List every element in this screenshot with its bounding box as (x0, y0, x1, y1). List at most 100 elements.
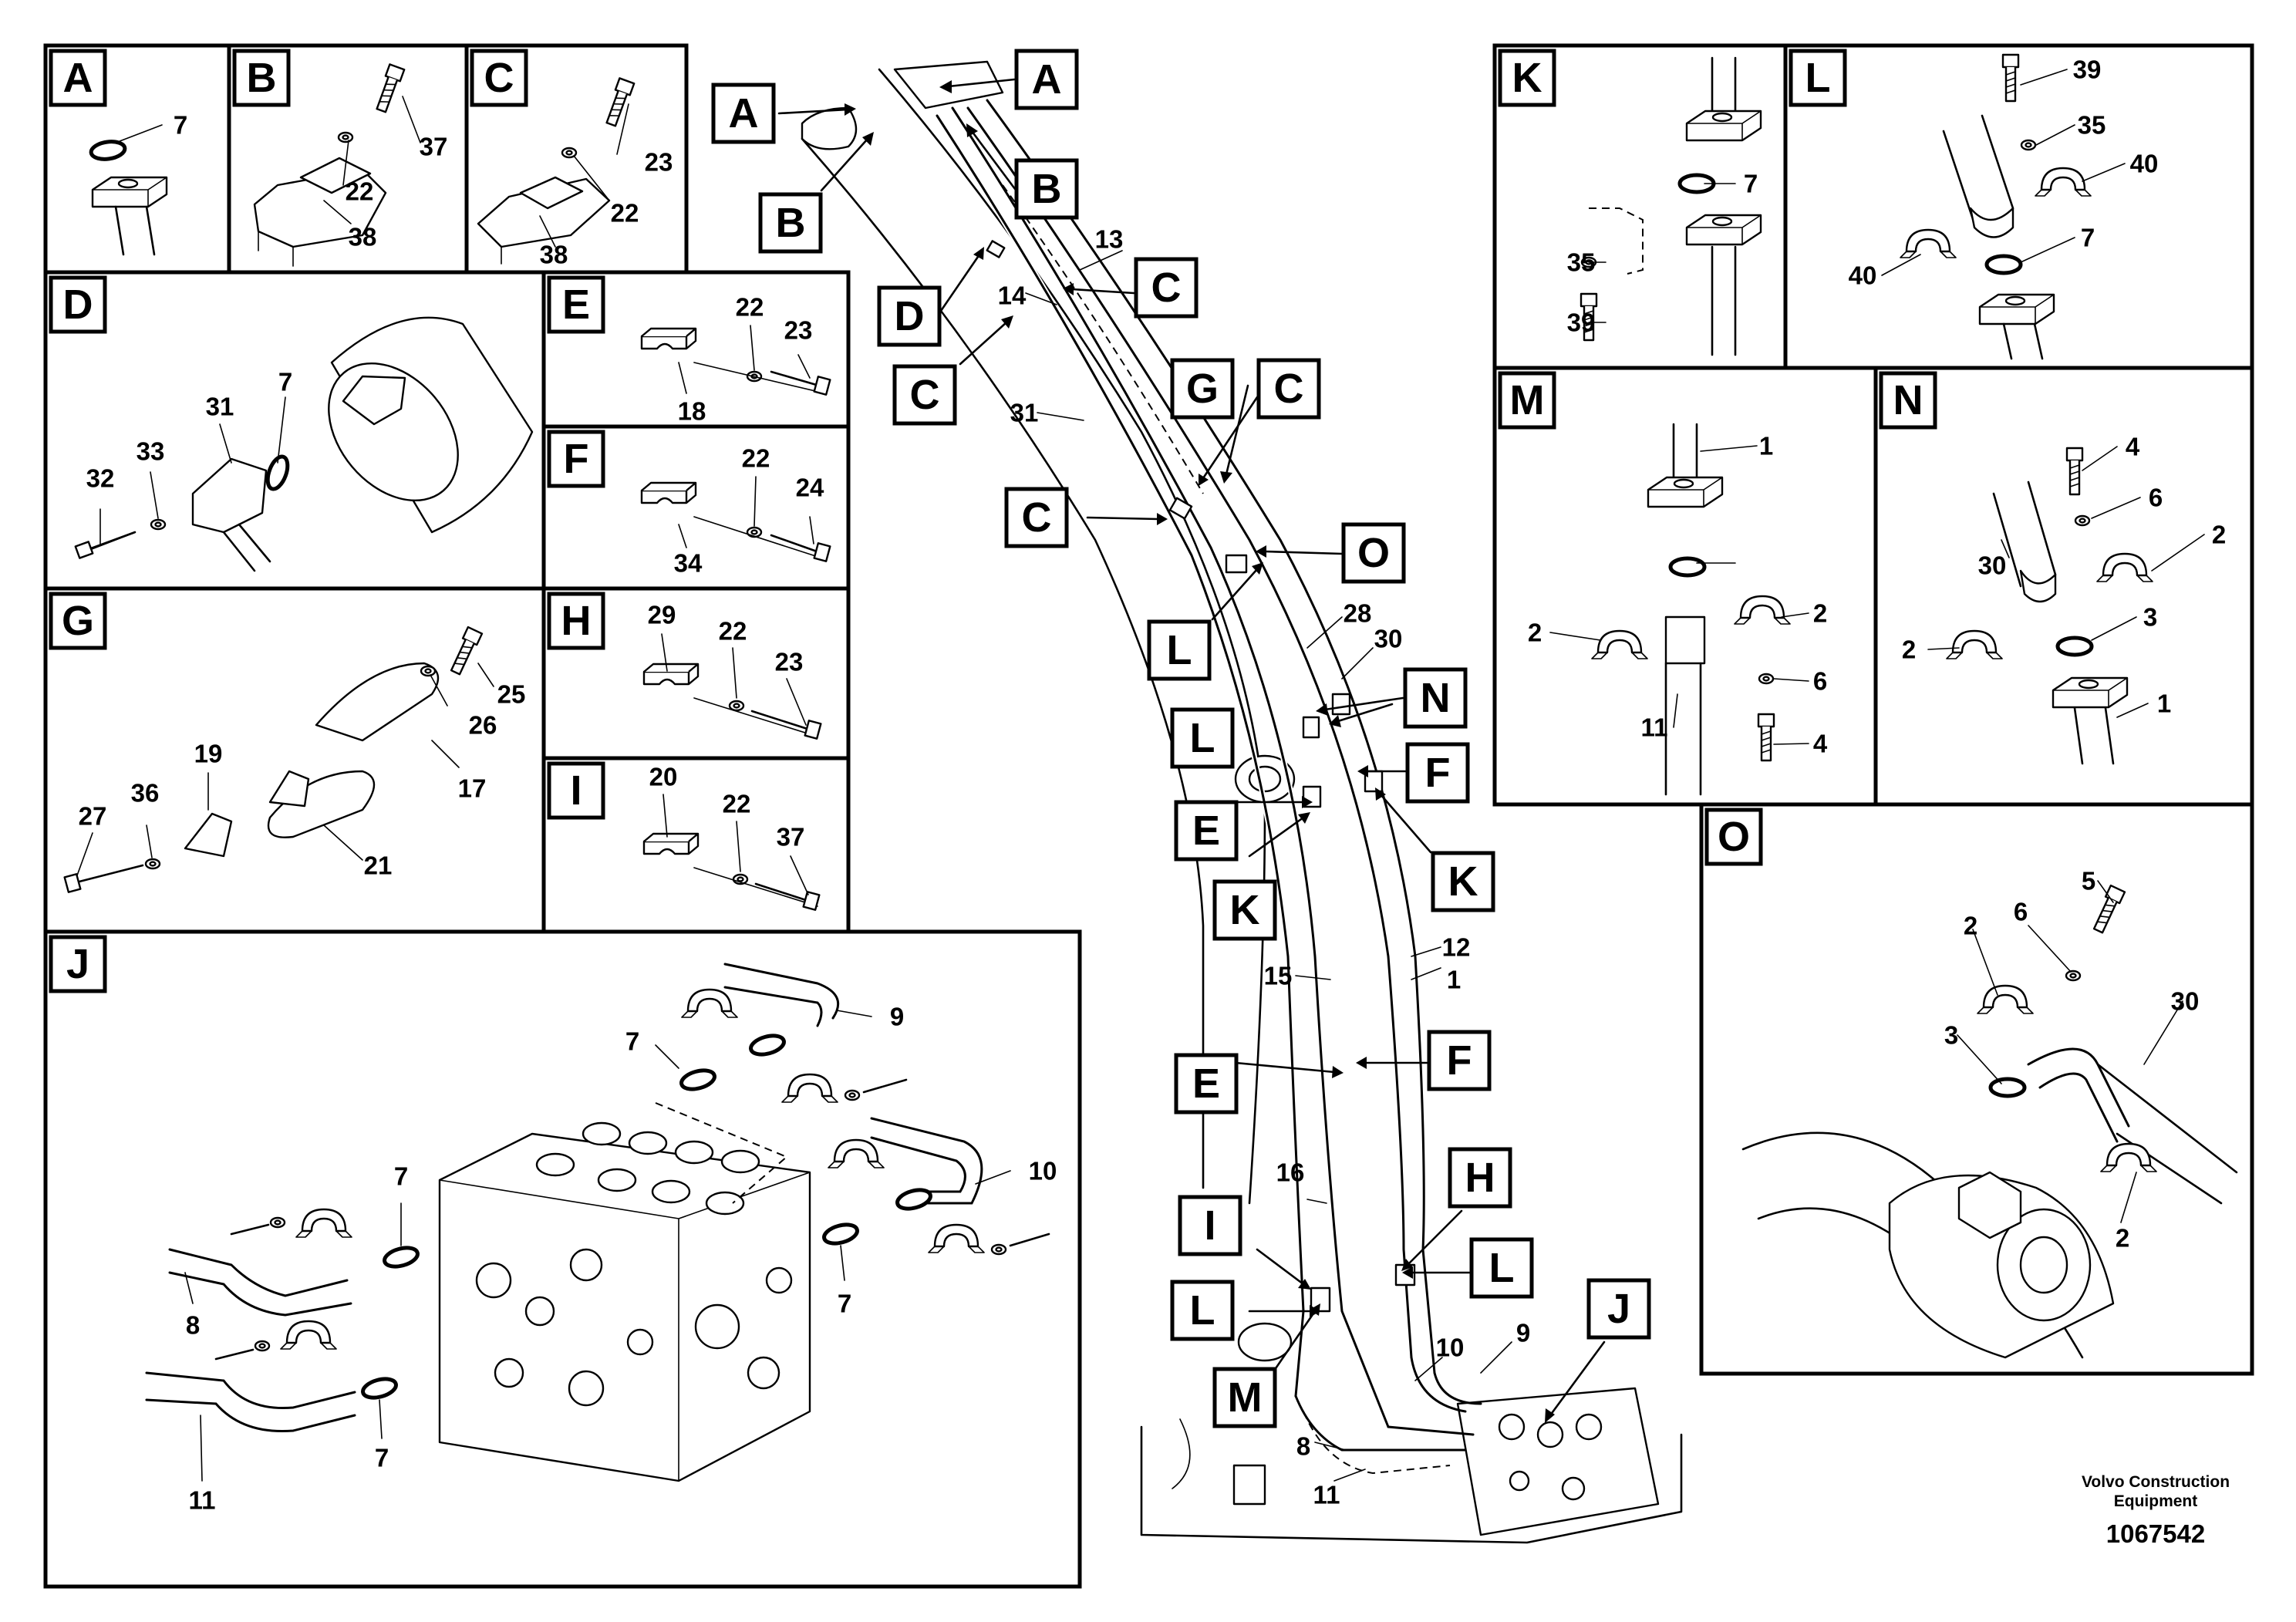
part-number: 23 (784, 316, 813, 345)
panel-j-art (145, 963, 1050, 1482)
svg-text:N: N (1893, 377, 1923, 423)
part-number: 32 (86, 464, 115, 493)
part-number: 22 (736, 293, 764, 322)
part-number: 33 (137, 437, 165, 466)
part-numbers: 7 37 22 38 23 22 38 31 7 32 33 22 23 18 … (79, 56, 2227, 1515)
svg-text:L: L (1190, 1287, 1215, 1334)
panel-g-art (63, 626, 484, 893)
part-number: 6 (2149, 484, 2163, 512)
part-number: 37 (420, 133, 448, 161)
callout-c-4: C (1004, 487, 1069, 548)
panel-label-k: K (1498, 49, 1556, 107)
part-number: 35 (1567, 248, 1596, 277)
callout-f-2: F (1427, 1030, 1492, 1091)
panel-i-art (642, 832, 821, 911)
caption-line-1: Volvo Construction (2082, 1473, 2230, 1491)
svg-text:O: O (1718, 814, 1750, 860)
part-number: 2 (1813, 599, 1827, 628)
callout-c-2: C (892, 364, 957, 426)
svg-text:F: F (1447, 1037, 1472, 1084)
svg-text:I: I (570, 767, 582, 814)
part-number: 7 (838, 1290, 851, 1318)
panel-label-g: G (49, 592, 107, 650)
svg-text:H: H (561, 598, 592, 644)
part-number: 26 (469, 711, 497, 740)
svg-text:L: L (1805, 55, 1831, 101)
caption: Volvo Construction Equipment 1067542 (2082, 1473, 2230, 1548)
svg-text:D: D (895, 293, 925, 339)
svg-text:I: I (1204, 1202, 1215, 1249)
svg-text:G: G (1186, 366, 1219, 412)
part-number: 3 (1944, 1021, 1958, 1050)
part-number: 16 (1276, 1158, 1305, 1187)
part-number: 30 (1978, 551, 2007, 580)
panel-m-art (1590, 423, 1792, 796)
panel-label-d: D (49, 275, 107, 334)
panel-label-h: H (547, 592, 605, 650)
part-number: 10 (1436, 1334, 1465, 1362)
part-number: 1 (2157, 690, 2171, 718)
part-number: 1 (1447, 966, 1461, 994)
svg-text:B: B (1032, 166, 1062, 212)
part-number: 2 (1902, 636, 1916, 664)
panel-label-f: F (547, 430, 605, 488)
panel-frames (43, 43, 2254, 1589)
svg-text:L: L (1167, 627, 1192, 673)
part-number: 11 (1641, 713, 1668, 742)
part-number: 1 (1759, 432, 1773, 460)
part-number: 38 (349, 223, 377, 251)
part-number: 18 (678, 397, 706, 426)
part-number: 7 (2081, 224, 2095, 252)
part-number: 29 (648, 601, 676, 629)
callout-l-2: L (1170, 707, 1235, 769)
part-number: 7 (394, 1162, 408, 1191)
panel-label-n: N (1879, 371, 1937, 430)
part-number: 11 (189, 1486, 216, 1515)
part-number: 22 (611, 199, 639, 228)
svg-text:E: E (1192, 808, 1220, 854)
callout-a-left: A (711, 83, 776, 144)
svg-text:L: L (1489, 1245, 1515, 1291)
part-number: 20 (649, 763, 678, 791)
callout-a-right: A (1014, 49, 1079, 110)
panel-o-art (1741, 884, 2238, 1359)
part-number: 2 (2212, 521, 2226, 549)
callout-l-3: L (1469, 1237, 1534, 1299)
panel-n-frame (1873, 366, 2254, 807)
part-number: 37 (777, 823, 805, 851)
part-number: 23 (645, 148, 673, 177)
part-number: 6 (2014, 898, 2028, 926)
callout-b-left: B (758, 192, 823, 254)
part-number: 19 (194, 740, 223, 768)
callout-k-2: K (1212, 879, 1277, 941)
part-number: 22 (346, 177, 374, 206)
part-number: 35 (2078, 111, 2106, 140)
panel-label-i: I (547, 761, 605, 820)
part-number: 31 (206, 393, 234, 421)
svg-text:M: M (1510, 377, 1545, 423)
svg-text:K: K (1230, 887, 1260, 933)
callout-n: N (1403, 667, 1468, 729)
panel-o-frame (1699, 802, 2254, 1376)
part-number: 27 (79, 802, 107, 831)
svg-text:G: G (62, 598, 94, 644)
part-number: 15 (1264, 962, 1293, 990)
svg-text:F: F (564, 436, 589, 482)
part-number: 2 (1964, 912, 1977, 940)
panel-label-l: L (1789, 49, 1847, 107)
part-number: 5 (2082, 867, 2095, 895)
part-number: 36 (131, 779, 160, 808)
svg-text:B: B (776, 200, 806, 246)
callout-j: J (1586, 1278, 1651, 1340)
callout-o: O (1341, 522, 1406, 584)
part-number: 7 (278, 368, 292, 396)
svg-text:E: E (1192, 1061, 1220, 1107)
part-number: 6 (1813, 667, 1827, 696)
callout-l-1: L (1147, 619, 1212, 681)
svg-text:D: D (63, 282, 93, 328)
callout-b-right: B (1014, 158, 1079, 220)
svg-text:C: C (484, 55, 514, 101)
callout-k-1: K (1431, 851, 1495, 912)
caption-line-2: Equipment (2114, 1492, 2198, 1510)
part-number: 31 (1010, 399, 1039, 427)
